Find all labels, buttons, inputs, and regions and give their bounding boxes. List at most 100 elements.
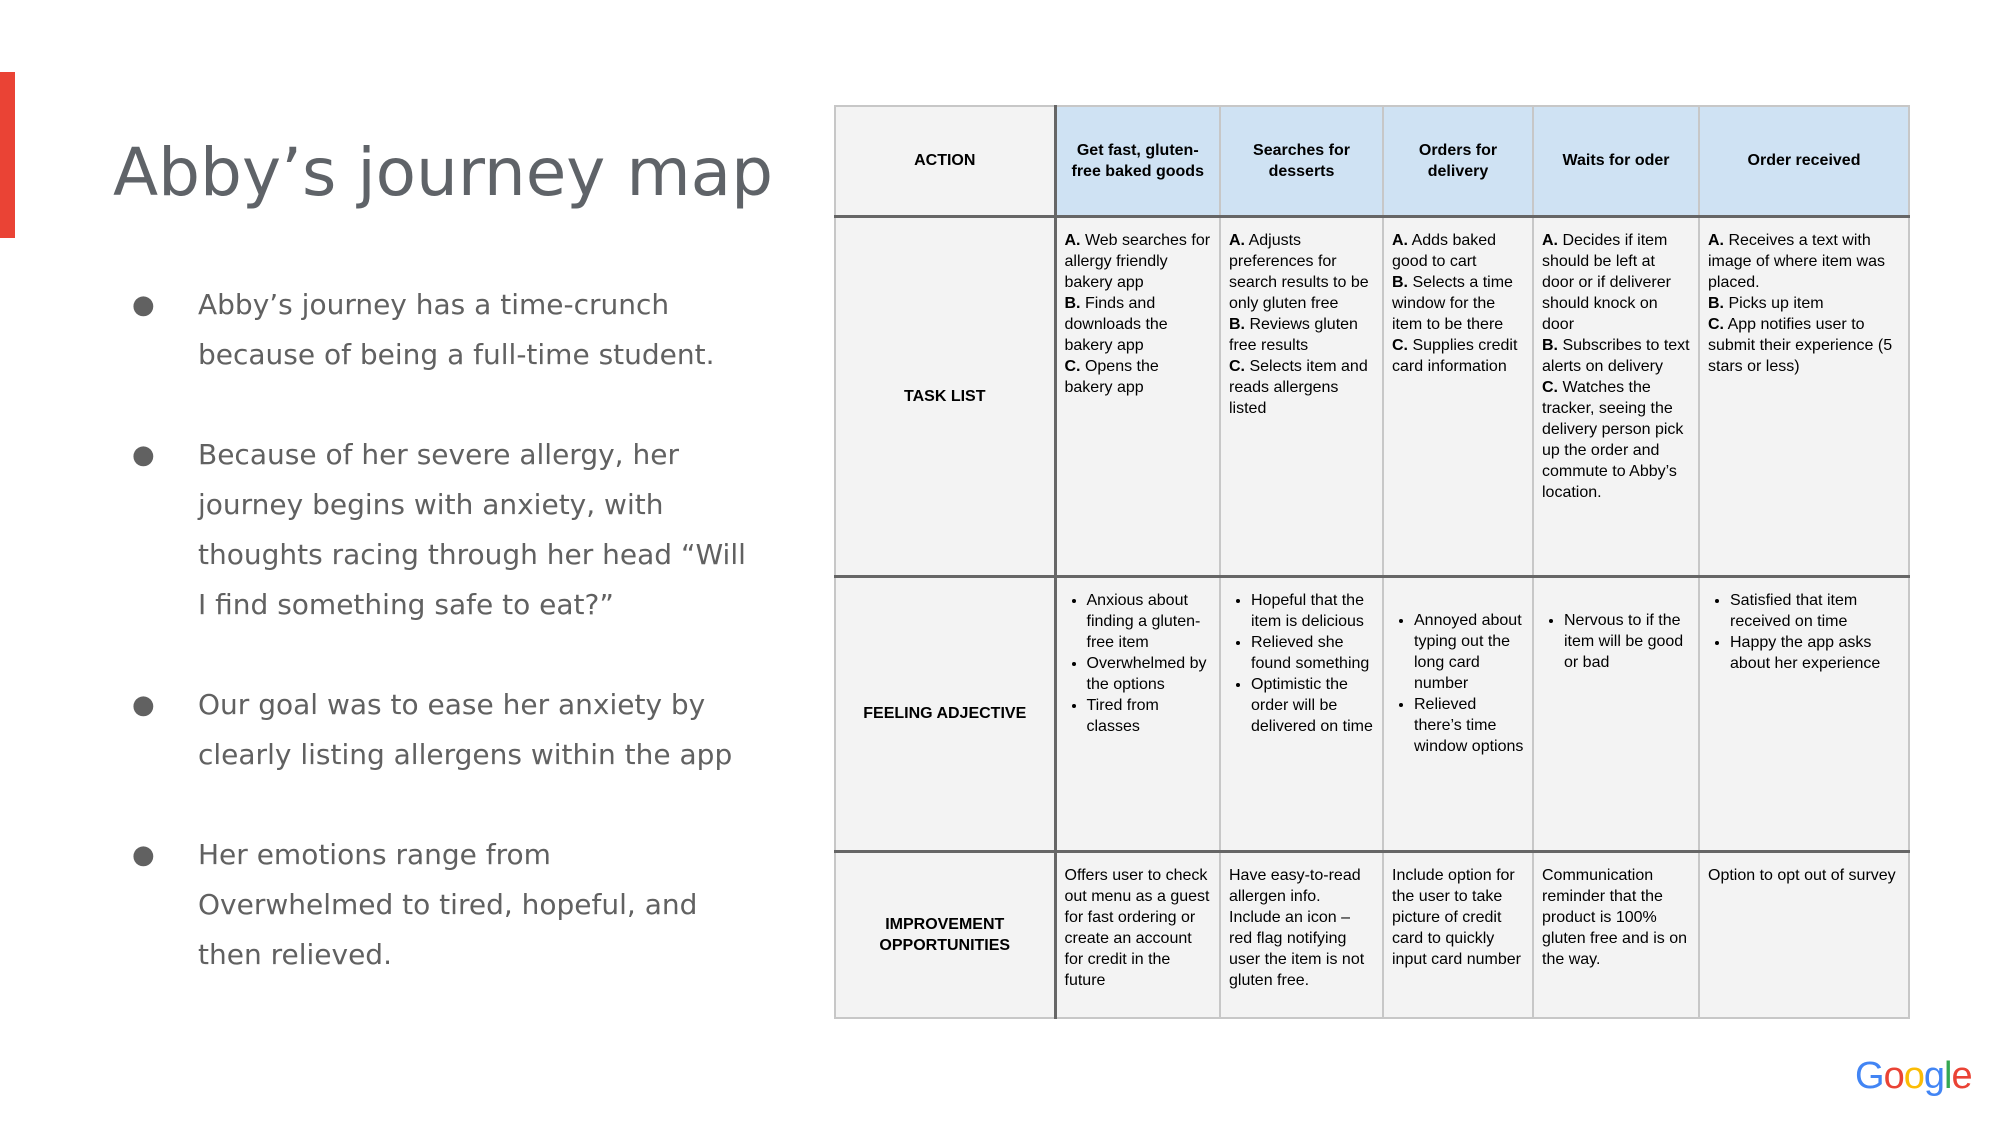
bullet-item: ● Her emotions range from Overwhelmed to … (130, 830, 750, 980)
task-step-letter: C. (1064, 357, 1081, 375)
stage-header: Orders for delivery (1382, 105, 1534, 218)
task-step-text: Supplies credit card information (1392, 336, 1518, 375)
task-step: C. App notifies user to submit their exp… (1708, 314, 1900, 377)
task-step-letter: C. (1708, 315, 1724, 333)
task-step: B. Subscribes to text alerts on delivery (1542, 335, 1690, 377)
task-step-text: Web searches for allergy friendly bakery… (1064, 231, 1211, 291)
feeling-item: Hopeful that the item is delicious (1251, 590, 1374, 632)
feeling-item: Satisfied that item received on time (1730, 590, 1900, 632)
task-step: C. Opens the bakery app (1065, 356, 1212, 398)
task-step-text: Decides if item should be left at door o… (1542, 231, 1671, 333)
journey-map-table: ACTION Get fast, gluten-free baked goods… (834, 105, 1910, 1019)
task-step-letter: A. (1229, 231, 1245, 249)
bullet-item: ● Because of her severe allergy, her jour… (130, 430, 750, 630)
task-step-text: Watches the tracker, seeing the delivery… (1542, 378, 1684, 501)
improvement-cell: Include option for the user to take pict… (1382, 850, 1534, 1019)
task-step-text: Reviews gluten free results (1229, 315, 1358, 354)
task-step-text: Adds baked good to cart (1392, 231, 1497, 270)
feeling-item: Annoyed about typing out the long card n… (1414, 610, 1524, 694)
task-step: A. Web searches for allergy friendly bak… (1065, 230, 1212, 293)
task-step-letter: B. (1542, 336, 1558, 354)
task-cell: A. Receives a text with image of where i… (1698, 215, 1910, 578)
feeling-list: Hopeful that the item is deliciousReliev… (1229, 590, 1374, 737)
task-step-letter: A. (1064, 231, 1081, 249)
logo-letter: e (1951, 1055, 1972, 1097)
task-step: A. Adds baked good to cart (1392, 230, 1524, 272)
improvement-cell: Offers user to check out menu as a guest… (1054, 850, 1221, 1019)
row-label-improvement: IMPROVEMENT OPPORTUNITIES (834, 850, 1057, 1019)
feeling-item: Tired from classes (1087, 695, 1212, 737)
task-step-text: Finds and downloads the bakery app (1064, 294, 1168, 354)
action-header: ACTION (834, 105, 1057, 218)
logo-letter: l (1943, 1055, 1953, 1097)
accent-bar (0, 72, 15, 238)
bullet-dot-icon: ● (132, 690, 155, 720)
bullet-text: Her emotions range from Overwhelmed to t… (198, 838, 698, 971)
feeling-list: Annoyed about typing out the long card n… (1392, 610, 1524, 757)
task-step: A. Receives a text with image of where i… (1708, 230, 1900, 293)
task-step: C. Supplies credit card information (1392, 335, 1524, 377)
task-cell: A. Web searches for allergy friendly bak… (1054, 215, 1221, 578)
bullet-dot-icon: ● (132, 290, 155, 320)
task-step-letter: A. (1392, 231, 1408, 249)
task-step: B. Reviews gluten free results (1229, 314, 1374, 356)
stage-header: Order received (1698, 105, 1910, 218)
feeling-list: Nervous to if the item will be good or b… (1542, 610, 1690, 673)
bullet-text: Abby’s journey has a time-crunch because… (198, 288, 715, 371)
task-step: B. Finds and downloads the bakery app (1065, 293, 1212, 356)
task-cell: A. Decides if item should be left at doo… (1532, 215, 1700, 578)
task-step-text: Adjusts preferences for search results t… (1229, 231, 1369, 312)
task-step-text: Selects item and reads allergens listed (1229, 357, 1368, 417)
task-step: B. Selects a time window for the item to… (1392, 272, 1524, 335)
google-logo: Google (1855, 1055, 1973, 1098)
feeling-list: Anxious about finding a gluten-free item… (1065, 590, 1212, 737)
bullet-text: Our goal was to ease her anxiety by clea… (198, 688, 733, 771)
feeling-cell: Satisfied that item received on timeHapp… (1698, 575, 1910, 853)
feeling-item: Anxious about finding a gluten-free item (1087, 590, 1212, 653)
feeling-item: Optimistic the order will be delivered o… (1251, 674, 1374, 737)
task-step-text: Picks up item (1724, 294, 1824, 312)
task-step-text: Selects a time window for the item to be… (1392, 273, 1513, 333)
task-step-letter: A. (1542, 231, 1558, 249)
row-label-feeling: FEELING ADJECTIVE (834, 575, 1057, 853)
bullet-text: Because of her severe allergy, her journ… (198, 438, 746, 621)
feeling-cell: Nervous to if the item will be good or b… (1532, 575, 1700, 853)
task-step-text: App notifies user to submit their experi… (1708, 315, 1893, 375)
stage-header: Waits for oder (1532, 105, 1700, 218)
logo-letter: G (1855, 1055, 1885, 1097)
task-step-letter: A. (1708, 231, 1724, 249)
logo-letter: o (1883, 1055, 1905, 1097)
task-step: C. Selects item and reads allergens list… (1229, 356, 1374, 419)
improvement-cell: Communication reminder that the product … (1532, 850, 1700, 1019)
bullet-dot-icon: ● (132, 840, 155, 870)
task-step: C. Watches the tracker, seeing the deliv… (1542, 377, 1690, 503)
logo-letter: g (1923, 1055, 1945, 1097)
feeling-cell: Anxious about finding a gluten-free item… (1054, 575, 1221, 853)
task-step: A. Decides if item should be left at doo… (1542, 230, 1690, 335)
bullet-item: ● Abby’s journey has a time-crunch becaus… (130, 280, 750, 380)
feeling-item: Relieved there’s time window options (1414, 694, 1524, 757)
row-label-task-list: TASK LIST (834, 215, 1057, 578)
feeling-cell: Hopeful that the item is deliciousReliev… (1219, 575, 1384, 853)
bullet-item: ● Our goal was to ease her anxiety by cle… (130, 680, 750, 780)
task-step-text: Subscribes to text alerts on delivery (1542, 336, 1690, 375)
bullet-list: ● Abby’s journey has a time-crunch becaus… (130, 280, 750, 1030)
slide-title: Abby’s journey map (113, 134, 773, 211)
feeling-item: Relieved she found something (1251, 632, 1374, 674)
task-step-letter: C. (1392, 336, 1408, 354)
task-step-text: Receives a text with image of where item… (1708, 231, 1885, 291)
feeling-item: Happy the app asks about her experience (1730, 632, 1900, 674)
feeling-item: Overwhelmed by the options (1087, 653, 1212, 695)
improvement-cell: Have easy-to-read allergen info. Include… (1219, 850, 1384, 1019)
task-step-letter: C. (1542, 378, 1558, 396)
logo-letter: o (1903, 1055, 1925, 1097)
task-step-letter: B. (1708, 294, 1724, 312)
stage-header: Get fast, gluten-free baked goods (1054, 105, 1221, 218)
task-step-text: Opens the bakery app (1064, 357, 1159, 396)
stage-header: Searches for desserts (1219, 105, 1384, 218)
bullet-dot-icon: ● (132, 440, 155, 470)
improvement-cell: Option to opt out of survey (1698, 850, 1910, 1019)
task-step-letter: B. (1229, 315, 1245, 333)
task-step: A. Adjusts preferences for search result… (1229, 230, 1374, 314)
